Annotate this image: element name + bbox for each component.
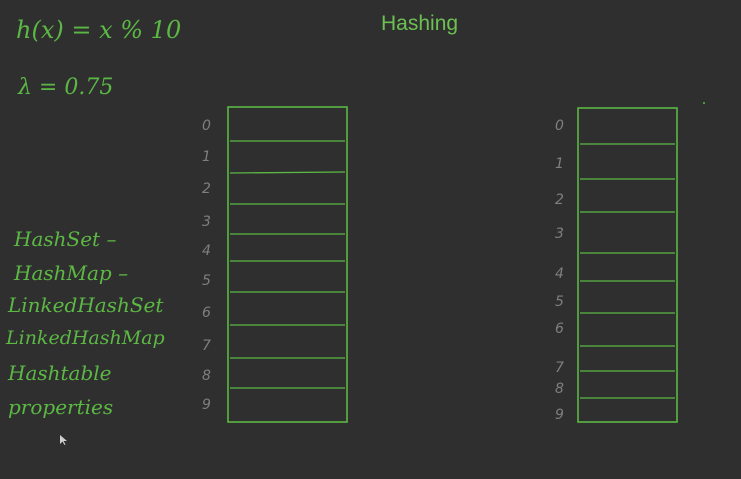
table-right-index: 4 — [555, 266, 564, 282]
table-left-index: 8 — [202, 368, 211, 384]
table-left-indices: 0 1 2 3 4 5 6 7 8 9 — [202, 118, 211, 413]
table-right-index: 0 — [555, 118, 564, 134]
table-left-border — [227, 106, 348, 423]
table-right-index: 7 — [555, 360, 564, 376]
table-left-index: 6 — [202, 305, 211, 321]
table-left-index: 1 — [202, 149, 211, 165]
table-right-slot-lines — [580, 143, 675, 399]
table-left-index: 9 — [202, 397, 211, 413]
table-left-slot-lines — [229, 140, 346, 389]
table-left-index: 3 — [202, 214, 211, 230]
table-right-border — [577, 107, 678, 423]
table-right-index: 2 — [555, 192, 564, 208]
load-factor-note: λ = 0.75 — [17, 75, 113, 100]
table-right-index: 3 — [555, 226, 564, 242]
hash-function-note: h(x) = x % 10 — [16, 16, 181, 44]
table-left-index: 2 — [202, 181, 211, 197]
table-right-index: 6 — [555, 321, 564, 337]
table-left-index: 0 — [202, 118, 211, 134]
page-title: Hashing — [381, 12, 458, 35]
table-right-index: 9 — [555, 407, 564, 423]
table-left-slot-divider — [229, 171, 346, 174]
table-right-index: 1 — [555, 156, 564, 172]
table-left-index: 7 — [202, 338, 211, 354]
table-right-index: 5 — [555, 294, 564, 310]
mouse-cursor-icon — [60, 435, 67, 445]
hash-table-right: 0 1 2 3 4 5 6 7 8 9 — [555, 107, 678, 423]
collection-item: Hashtable — [7, 361, 112, 385]
table-right-index: 8 — [555, 381, 564, 397]
table-left-index: 4 — [202, 243, 211, 259]
collection-item: HashMap – — [13, 261, 128, 285]
table-right-indices: 0 1 2 3 4 5 6 7 8 9 — [555, 118, 564, 423]
collection-list: HashSet – HashMap – LinkedHashSetLinkedHas… — [5, 227, 165, 419]
collection-item: LinkedHashSet — [7, 293, 164, 317]
collection-item: LinkedHashMap — [5, 327, 165, 349]
collection-item: properties — [8, 395, 113, 419]
hash-table-left: 0 1 2 3 4 5 6 7 8 9 — [202, 106, 348, 423]
stray-mark — [703, 102, 705, 104]
collection-item: HashSet – — [13, 227, 116, 251]
table-left-index: 5 — [202, 273, 211, 289]
